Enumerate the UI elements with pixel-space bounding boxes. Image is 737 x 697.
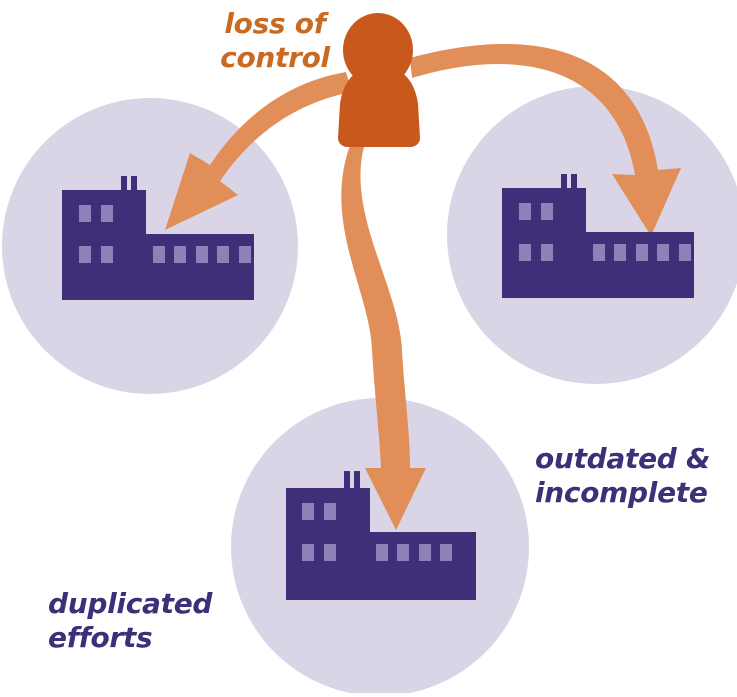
outdated-incomplete-line-2: incomplete xyxy=(535,476,708,509)
arrow-to-bottom xyxy=(341,140,426,530)
building-icon-right xyxy=(502,174,694,298)
building-icon-bottom xyxy=(286,471,476,600)
building-icon-left xyxy=(62,176,254,300)
person-icon xyxy=(338,13,420,147)
loss-of-control-line-1: loss of xyxy=(224,7,326,40)
outdated-incomplete-line-1: outdated & xyxy=(535,442,711,475)
arrow-to-right xyxy=(410,43,681,236)
outdated-incomplete-label: outdated & incomplete xyxy=(535,442,725,510)
duplicated-efforts-line-1: duplicated xyxy=(48,587,213,620)
arrow-to-left xyxy=(165,72,352,230)
loss-of-control-line-2: control xyxy=(220,41,330,74)
duplicated-efforts-label: duplicated efforts xyxy=(48,587,228,655)
duplicated-efforts-line-2: efforts xyxy=(48,621,153,654)
loss-of-control-label: loss of control xyxy=(210,7,340,75)
